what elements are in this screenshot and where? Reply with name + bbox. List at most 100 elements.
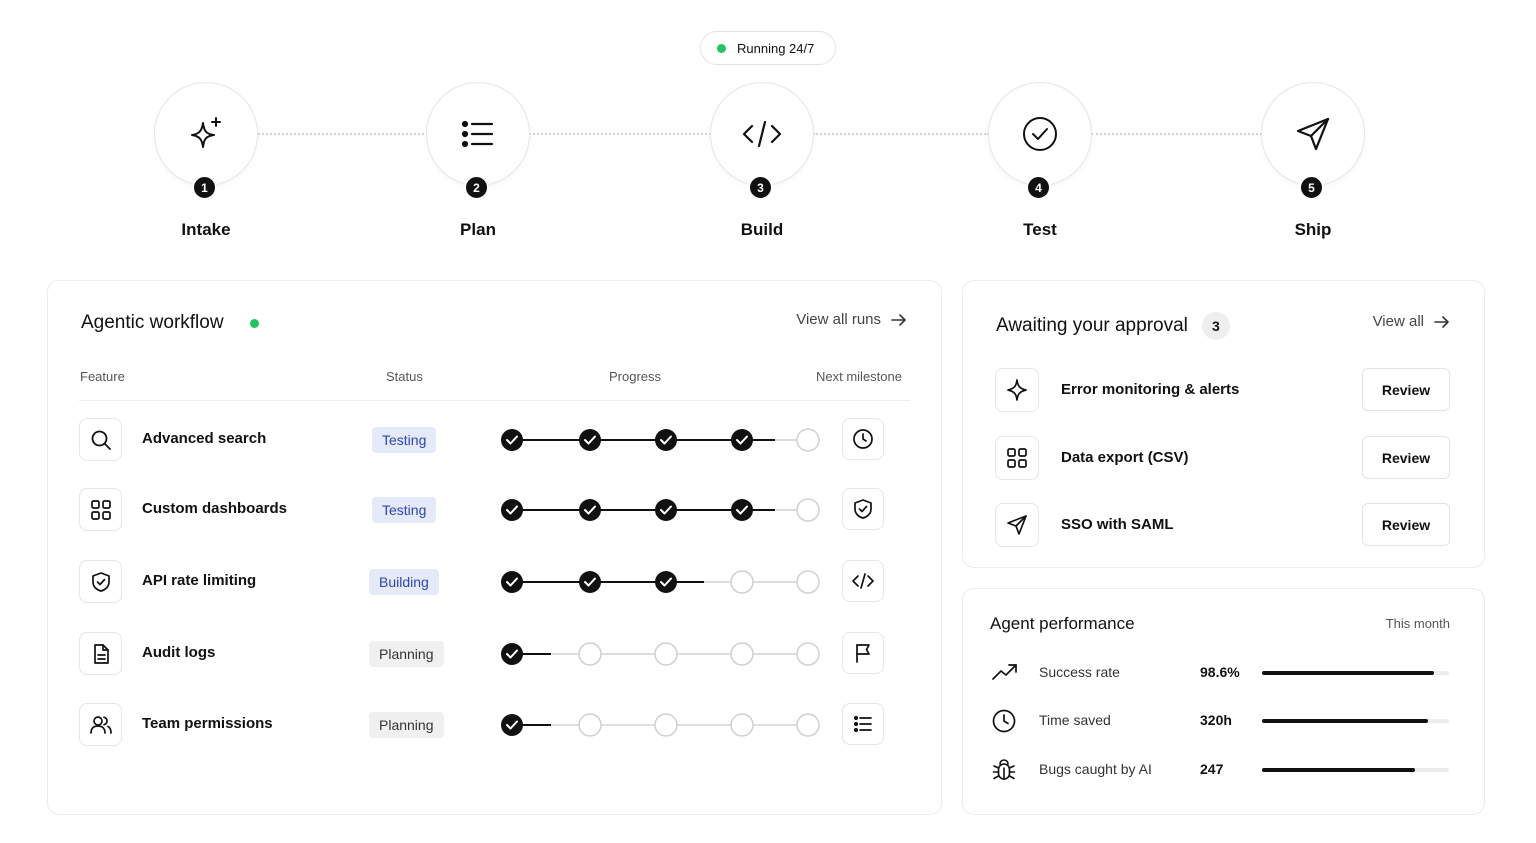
column-header-status: Status <box>386 369 423 384</box>
step-pending <box>796 713 820 737</box>
step-pending <box>654 642 678 666</box>
step-complete-check <box>731 429 753 451</box>
approval-card: Awaiting your approval 3 View all Error … <box>962 280 1485 568</box>
column-header-progress: Progress <box>609 369 662 384</box>
performance-card: Agent performance This month Success rat… <box>962 588 1485 815</box>
approval-icon-box <box>995 503 1039 547</box>
metric-label: Time saved <box>1039 712 1111 728</box>
step-complete-check <box>501 571 523 593</box>
pipeline-step-build[interactable]: 3 Build <box>710 82 814 239</box>
header-divider <box>79 400 910 401</box>
milestone-box[interactable] <box>842 703 884 745</box>
workflow-card: Agentic workflow View all runs Feature S… <box>47 280 942 815</box>
metric-bar <box>1262 671 1449 675</box>
review-button[interactable]: Review <box>1362 503 1450 546</box>
metric-bar <box>1262 768 1449 772</box>
pipeline-step-intake[interactable]: 1 Intake <box>154 82 258 239</box>
step-number: 5 <box>1299 175 1324 200</box>
pipeline-connector <box>813 133 989 135</box>
milestone-box[interactable] <box>842 418 884 460</box>
step-complete-check <box>501 499 523 521</box>
workflow-title-row: Agentic workflow <box>81 312 259 334</box>
progress-track <box>500 703 830 747</box>
feature-icon-box <box>79 632 122 675</box>
progress-track <box>500 488 830 532</box>
code-icon <box>742 120 782 148</box>
search-icon <box>91 430 111 450</box>
step-label: Test <box>1023 220 1057 239</box>
feature-icon-box <box>79 418 122 461</box>
approval-icon-box <box>995 436 1039 480</box>
workflow-title: Agentic workflow <box>81 312 224 333</box>
feature-name: Custom dashboards <box>142 500 288 517</box>
metric-row: Success rate 98.6% <box>963 658 1483 688</box>
live-indicator-dot <box>249 318 259 328</box>
approval-item-name: Data export (CSV) <box>1061 449 1189 466</box>
clock-icon <box>992 709 1016 733</box>
table-row[interactable]: Advanced search Testing <box>48 418 941 462</box>
step-label: Intake <box>181 220 231 239</box>
metric-label: Success rate <box>1039 664 1120 680</box>
milestone-box[interactable] <box>842 632 884 674</box>
step-pending <box>796 498 820 522</box>
step-label: Plan <box>460 220 496 239</box>
step-pending <box>796 428 820 452</box>
step-complete-check <box>731 499 753 521</box>
progress-steps-graphic <box>501 428 820 452</box>
metric-label: Bugs caught by AI <box>1039 761 1152 777</box>
step-number: 1 <box>192 175 217 200</box>
milestone-box[interactable] <box>842 488 884 530</box>
step-complete-check <box>501 714 523 736</box>
status-badge: Testing <box>372 427 437 453</box>
metric-bar <box>1262 719 1449 723</box>
step-number: 3 <box>748 175 773 200</box>
metric-value: 247 <box>1200 761 1224 777</box>
arrow-right-icon <box>1434 315 1449 328</box>
view-all-approvals-link[interactable]: View all <box>1373 313 1450 330</box>
step-complete-check <box>655 571 677 593</box>
shield-check-icon <box>854 499 872 519</box>
status-badge: Building <box>369 569 439 595</box>
metric-bar-fill <box>1262 719 1429 723</box>
users-icon <box>89 715 112 734</box>
progress-track <box>500 632 830 676</box>
approval-item: Error monitoring & alerts Review <box>963 368 1483 412</box>
approval-item: SSO with SAML Review <box>963 503 1483 547</box>
progress-track <box>500 560 830 604</box>
milestone-box[interactable] <box>842 560 884 602</box>
sparkle-icon <box>1007 379 1027 401</box>
list-icon <box>853 715 872 733</box>
step-number: 4 <box>1026 175 1051 200</box>
table-row[interactable]: Audit logs Planning <box>48 632 941 676</box>
feature-icon-box <box>79 560 122 603</box>
performance-title: Agent performance <box>990 614 1135 633</box>
approval-item: Data export (CSV) Review <box>963 436 1483 480</box>
pipeline-step-ship[interactable]: 5 Ship <box>1261 82 1365 239</box>
status-dot <box>717 43 726 53</box>
approval-item-name: SSO with SAML <box>1061 516 1174 533</box>
column-header-feature: Feature <box>80 369 125 384</box>
progress-track <box>500 418 830 462</box>
table-row[interactable]: Custom dashboards Testing <box>48 488 941 532</box>
step-pending <box>578 642 602 666</box>
step-complete-check <box>579 499 601 521</box>
progress-steps-graphic <box>501 642 820 666</box>
pipeline-connector <box>258 133 428 135</box>
grid-icon <box>90 499 111 520</box>
review-button[interactable]: Review <box>1362 436 1450 479</box>
file-text-icon <box>93 643 109 664</box>
approval-title: Awaiting your approval <box>996 315 1188 336</box>
table-row[interactable]: Team permissions Planning <box>48 703 941 747</box>
pipeline-connector <box>529 133 711 135</box>
pipeline-step-plan[interactable]: 2 Plan <box>426 82 530 239</box>
table-row[interactable]: API rate limiting Building <box>48 560 941 604</box>
progress-steps-graphic <box>501 570 820 594</box>
metric-bar-fill <box>1262 768 1416 772</box>
step-complete-check <box>579 571 601 593</box>
pipeline-step-test[interactable]: 4 Test <box>988 82 1092 239</box>
view-all-runs-link[interactable]: View all runs <box>796 311 907 328</box>
clock-icon <box>853 429 873 449</box>
metric-value: 98.6% <box>1200 664 1240 680</box>
list-icon <box>461 120 494 148</box>
review-button[interactable]: Review <box>1362 368 1450 411</box>
